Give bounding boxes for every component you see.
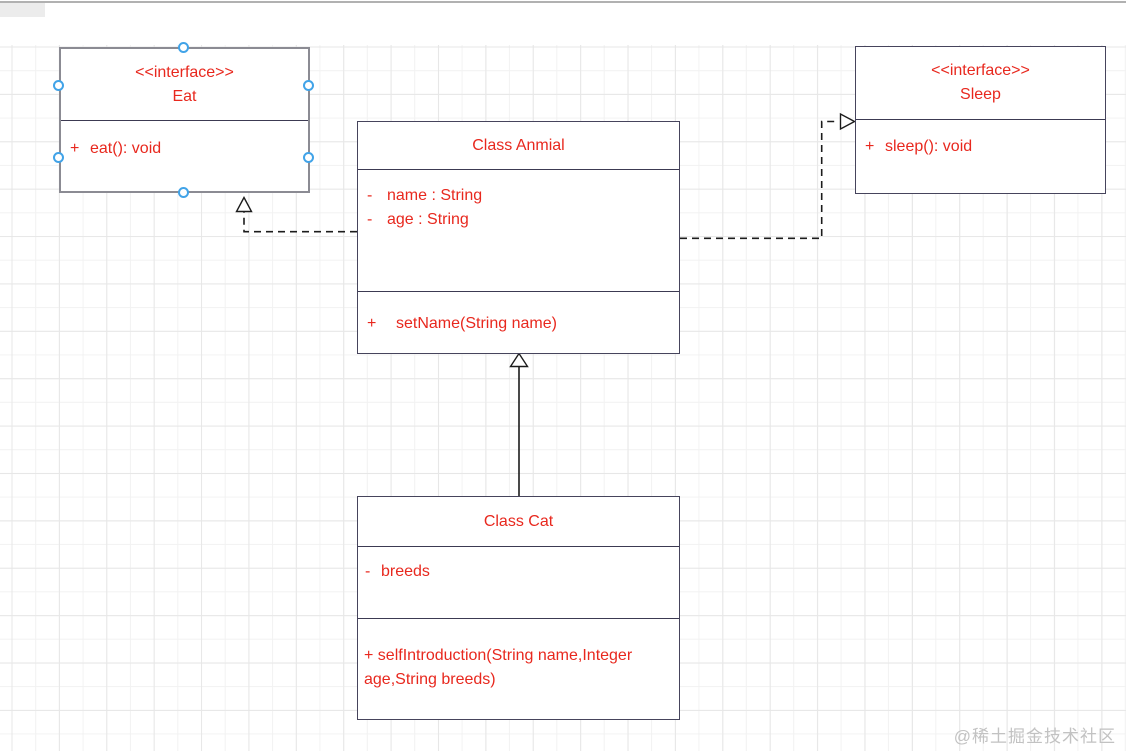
class-box-eat[interactable]: <<interface>> Eat + eat(): void	[59, 47, 310, 193]
stereotype-label: <<interface>>	[931, 62, 1030, 79]
methods-section-eat: + eat(): void	[61, 120, 308, 191]
visibility-symbol: +	[70, 140, 80, 157]
box-title-cat: Class Cat	[358, 497, 679, 546]
method-row: + selfIntroduction(String name,Integer a…	[358, 644, 679, 692]
attributes-section-animal: -name : String -age : String	[358, 169, 679, 291]
top-band	[0, 0, 1126, 45]
attribute-text: age : String	[387, 211, 469, 228]
attribute-row: -breeds	[358, 560, 679, 584]
visibility-symbol: +	[865, 138, 875, 155]
attribute-row: -age : String	[358, 208, 679, 232]
visibility-symbol: +	[367, 315, 377, 332]
method-signature: sleep(): void	[885, 138, 973, 155]
selection-handle-left-lower[interactable]	[53, 152, 64, 163]
class-name-label: Sleep	[960, 86, 1001, 103]
box-title-eat: <<interface>> Eat	[61, 49, 308, 120]
method-row: + sleep(): void	[856, 135, 1105, 159]
box-title-sleep: <<interface>> Sleep	[856, 47, 1105, 119]
methods-section-sleep: + sleep(): void	[856, 119, 1105, 192]
class-name-label: Class Cat	[483, 512, 554, 530]
method-signature: setName(String name)	[396, 315, 557, 332]
attribute-row: -name : String	[358, 184, 679, 208]
selection-handle-bottom[interactable]	[178, 187, 189, 198]
top-divider-line	[0, 1, 1126, 3]
class-box-animal[interactable]: Class Anmial -name : String -age : Strin…	[357, 121, 680, 354]
methods-section-animal: + setName(String name)	[358, 291, 679, 351]
class-name-label: Eat	[172, 87, 197, 105]
attribute-text: name : String	[387, 187, 483, 204]
method-signature: selfIntroduction(String name,Integer age…	[364, 647, 633, 688]
visibility-symbol: -	[367, 211, 373, 228]
selection-handle-left-upper[interactable]	[53, 80, 64, 91]
stereotype-label: <<interface>>	[135, 63, 234, 81]
class-box-sleep[interactable]: <<interface>> Sleep + sleep(): void	[855, 46, 1106, 194]
class-box-cat[interactable]: Class Cat -breeds + selfIntroduction(Str…	[357, 496, 680, 720]
method-row: + eat(): void	[61, 137, 308, 161]
visibility-symbol: -	[365, 563, 371, 580]
methods-section-cat: + selfIntroduction(String name,Integer a…	[358, 618, 679, 717]
visibility-symbol: +	[364, 647, 374, 664]
method-signature: eat(): void	[90, 140, 162, 157]
method-row: + setName(String name)	[358, 312, 679, 336]
attributes-section-cat: -breeds	[358, 546, 679, 618]
box-title-animal: Class Anmial	[358, 122, 679, 169]
attribute-text: breeds	[381, 563, 430, 580]
selection-handle-top[interactable]	[178, 42, 189, 53]
watermark-text: @稀土掘金技术社区	[953, 727, 1116, 746]
top-left-block	[0, 3, 45, 17]
visibility-symbol: -	[367, 187, 373, 204]
selection-handle-right-lower[interactable]	[303, 152, 314, 163]
selection-handle-right-upper[interactable]	[303, 80, 314, 91]
class-name-label: Class Anmial	[472, 136, 565, 154]
